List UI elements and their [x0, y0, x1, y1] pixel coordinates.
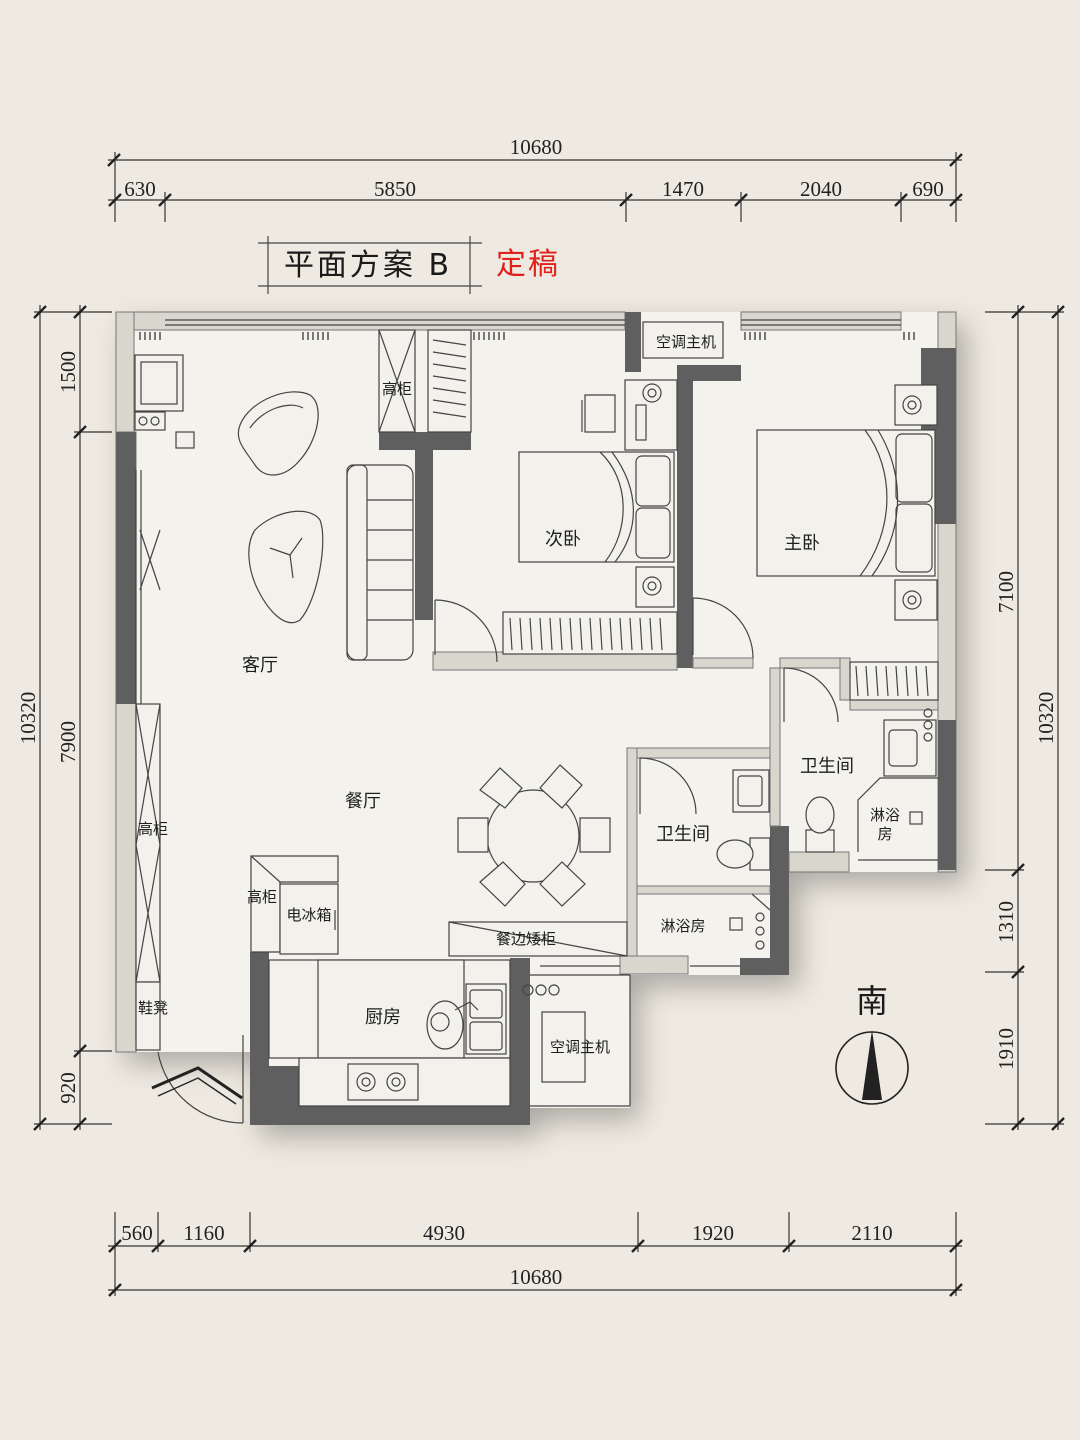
label-kitchen: 厨房 — [365, 1007, 401, 1028]
dim-top-seg-2: 5850 — [374, 177, 416, 201]
right-dimension-lines — [985, 305, 1065, 1131]
sofa — [346, 464, 414, 661]
dim-bottom-total: 10680 — [510, 1265, 563, 1289]
tall-cabinet-left — [135, 529, 161, 983]
fridge — [279, 883, 339, 955]
label-bathroom-public: 卫生间 — [656, 824, 710, 845]
door-second-bedroom — [434, 599, 498, 663]
dim-top-seg-4: 2040 — [800, 177, 842, 201]
tall-cabinet-top — [378, 329, 472, 433]
compass-label: 南 — [856, 982, 888, 1020]
label-living-room: 客厅 — [242, 655, 278, 676]
dim-top-seg-3: 1470 — [662, 177, 704, 201]
dim-right-seg-2: 1310 — [994, 901, 1018, 943]
label-ac-unit-bottom: 空调主机 — [550, 1038, 610, 1056]
dim-bottom-seg-3: 4930 — [423, 1221, 465, 1245]
dim-top-seg-1: 630 — [124, 177, 156, 201]
label-tall-cabinet-left: 高柜 — [138, 820, 168, 838]
vanity-public-bath — [732, 769, 770, 813]
label-sideboard: 餐边矮柜 — [496, 930, 556, 948]
label-tall-cabinet-kitchen: 高柜 — [247, 888, 277, 906]
title-frame — [258, 236, 482, 294]
tall-cabinet-kitchen — [250, 855, 339, 953]
label-bathroom-master: 卫生间 — [800, 756, 854, 777]
final-stamp: 定稿 — [496, 247, 560, 282]
label-shoe-bench: 鞋凳 — [138, 999, 168, 1017]
plan-title: 平面方案 B — [284, 248, 452, 283]
bed-master — [756, 384, 938, 621]
bottom-dimension-lines — [108, 1212, 963, 1297]
label-shower-public: 淋浴房 — [660, 917, 705, 935]
dining-table — [457, 764, 611, 907]
label-fridge: 电冰箱 — [286, 906, 331, 924]
shower-public-bath — [729, 893, 771, 950]
dim-left-seg-1: 1500 — [56, 351, 80, 393]
label-tall-cabinet-top: 高柜 — [382, 380, 412, 398]
bed-second — [518, 451, 675, 608]
radiator-strips — [139, 332, 915, 340]
label-shower-master-2: 房 — [877, 825, 892, 843]
label-shower-master-1: 淋浴 — [870, 806, 900, 824]
door-master-bath — [783, 667, 839, 723]
door-master-bedroom — [692, 597, 754, 659]
label-ac-unit-top: 空调主机 — [656, 333, 716, 351]
toilet-master-bath — [805, 796, 835, 853]
dim-left-total: 10320 — [16, 692, 40, 745]
label-master-bedroom: 主卧 — [784, 533, 820, 554]
dim-right-seg-1: 7100 — [994, 571, 1018, 613]
top-dimension-lines — [107, 152, 963, 222]
dim-left-seg-2: 7900 — [56, 721, 80, 763]
ac-unit-top — [642, 321, 724, 359]
label-second-bedroom: 次卧 — [545, 529, 581, 550]
compass-icon — [835, 1030, 909, 1105]
toilet-public-bath — [716, 837, 771, 871]
dim-top-seg-5: 690 — [912, 177, 944, 201]
dim-bottom-seg-1: 560 — [121, 1221, 153, 1245]
label-dining-room: 餐厅 — [345, 791, 381, 812]
dim-right-seg-3: 1910 — [994, 1028, 1018, 1070]
armchair-2 — [248, 510, 324, 624]
armchair-1 — [237, 391, 319, 476]
dim-top-total: 10680 — [510, 135, 563, 159]
vanity-master-bath — [883, 708, 937, 777]
shower-master-bath — [857, 777, 938, 852]
kitchen-counter — [268, 959, 511, 1107]
dim-right-total: 10320 — [1034, 692, 1058, 745]
dim-bottom-seg-5: 2110 — [851, 1221, 892, 1245]
interior-partitions — [432, 651, 939, 975]
wardrobe-master-bath — [849, 661, 939, 701]
desk-second-bedroom — [581, 379, 678, 451]
shoe-bench — [135, 981, 161, 1051]
dim-bottom-seg-4: 1920 — [692, 1221, 734, 1245]
wardrobe-second — [502, 611, 678, 655]
dim-bottom-seg-2: 1160 — [183, 1221, 224, 1245]
entry-door — [151, 1035, 244, 1124]
cook-figure — [426, 1000, 479, 1050]
balcony-fixtures — [522, 974, 631, 1107]
laundry-unit — [134, 354, 195, 449]
dim-left-seg-3: 920 — [56, 1072, 80, 1104]
left-dimension-lines — [33, 305, 112, 1131]
sideboard — [448, 921, 628, 957]
door-public-bath — [639, 757, 697, 815]
